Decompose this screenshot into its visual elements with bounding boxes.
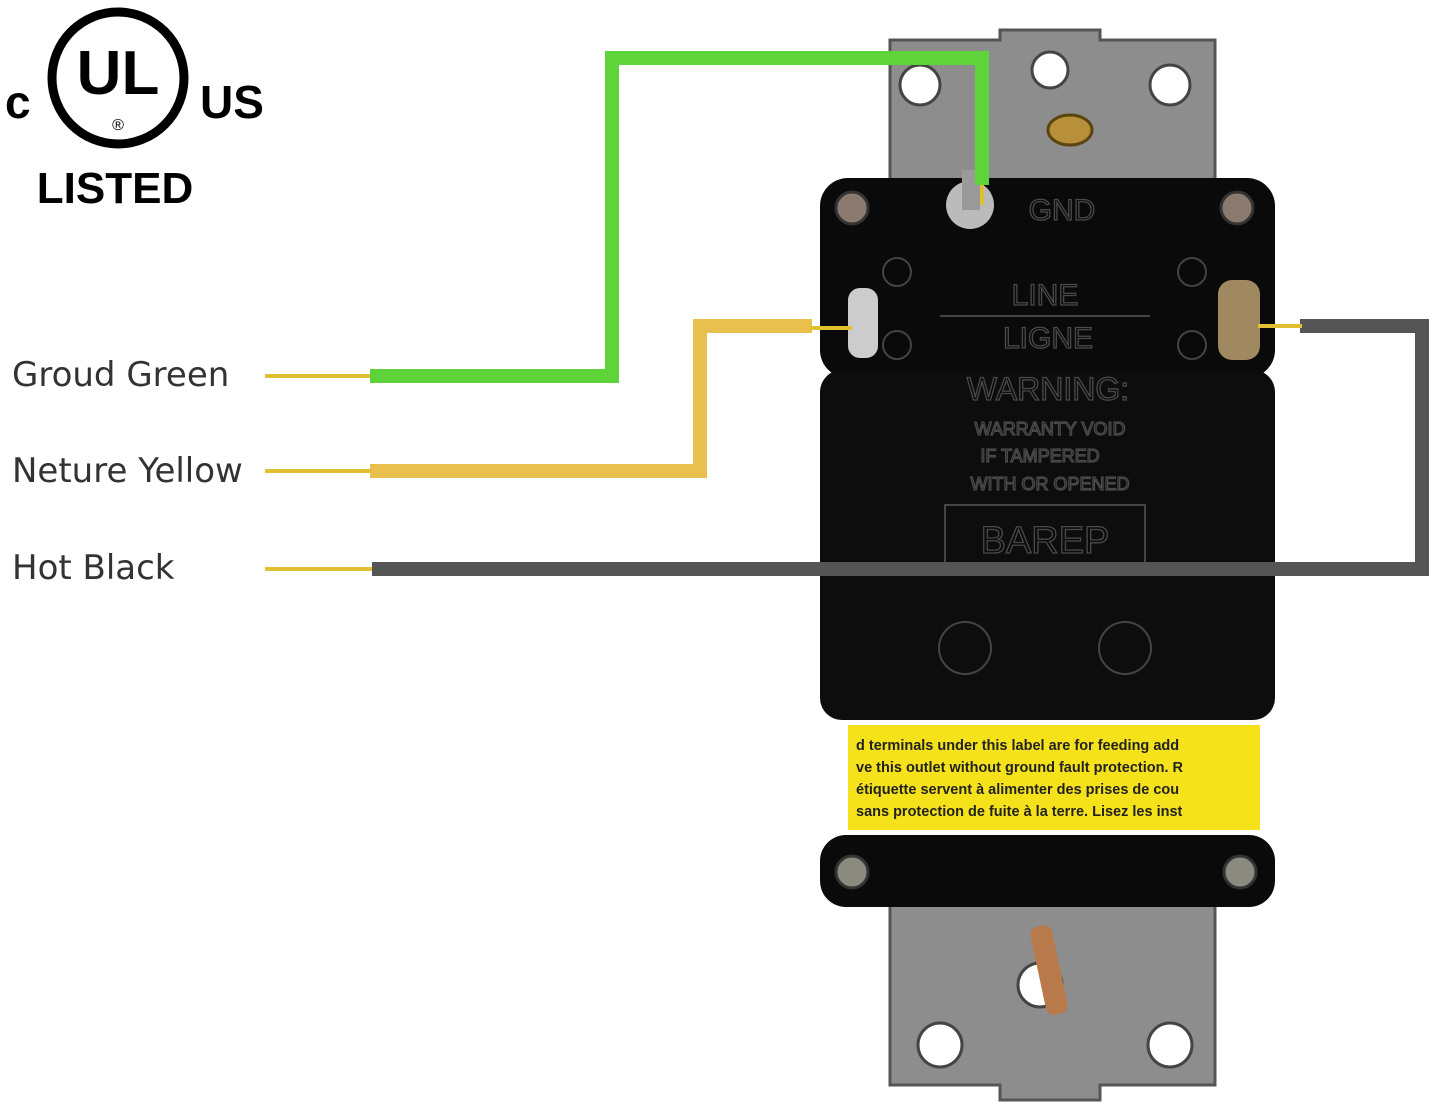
brand-label: BAREP (981, 520, 1110, 562)
wire-label-hot: Hot Black (12, 548, 175, 588)
ligne-label: LIGNE (1003, 322, 1093, 355)
logo-c: c (5, 76, 31, 128)
gnd-label: GND (1029, 194, 1096, 227)
wire-label-ground: Groud Green (12, 355, 230, 395)
label-line: d terminals under this label are for fee… (856, 738, 1179, 754)
registered-mark: ® (112, 117, 124, 134)
logo-us: US (200, 76, 264, 128)
warning-line: IF TAMPERED (980, 446, 1099, 466)
ul-mark: UL (77, 39, 160, 108)
label-line: étiquette servent à alimenter des prises… (856, 782, 1179, 798)
label-line: sans protection de fuite à la terre. Lis… (856, 804, 1183, 820)
mounting-strap (888, 28, 1217, 1102)
warning-line: WITH OR OPENED (970, 474, 1129, 494)
logo-listed: LISTED (37, 164, 193, 213)
warning-line: WARRANTY VOID (974, 419, 1125, 439)
gfci-outlet-back: GND LINE LIGNE WARNING: WARRANTY VOID IF… (820, 170, 1275, 907)
neutral-wire (265, 319, 852, 478)
label-line: ve this outlet without ground fault prot… (856, 760, 1184, 776)
hot-wire (265, 319, 1429, 576)
wire-label-neutral: Neture Yellow (12, 451, 243, 491)
ground-wire (265, 51, 989, 383)
warning-label: WARNING: (967, 371, 1129, 407)
ul-listed-logo: UL ® c US LISTED (5, 7, 264, 213)
line-label: LINE (1012, 279, 1079, 312)
